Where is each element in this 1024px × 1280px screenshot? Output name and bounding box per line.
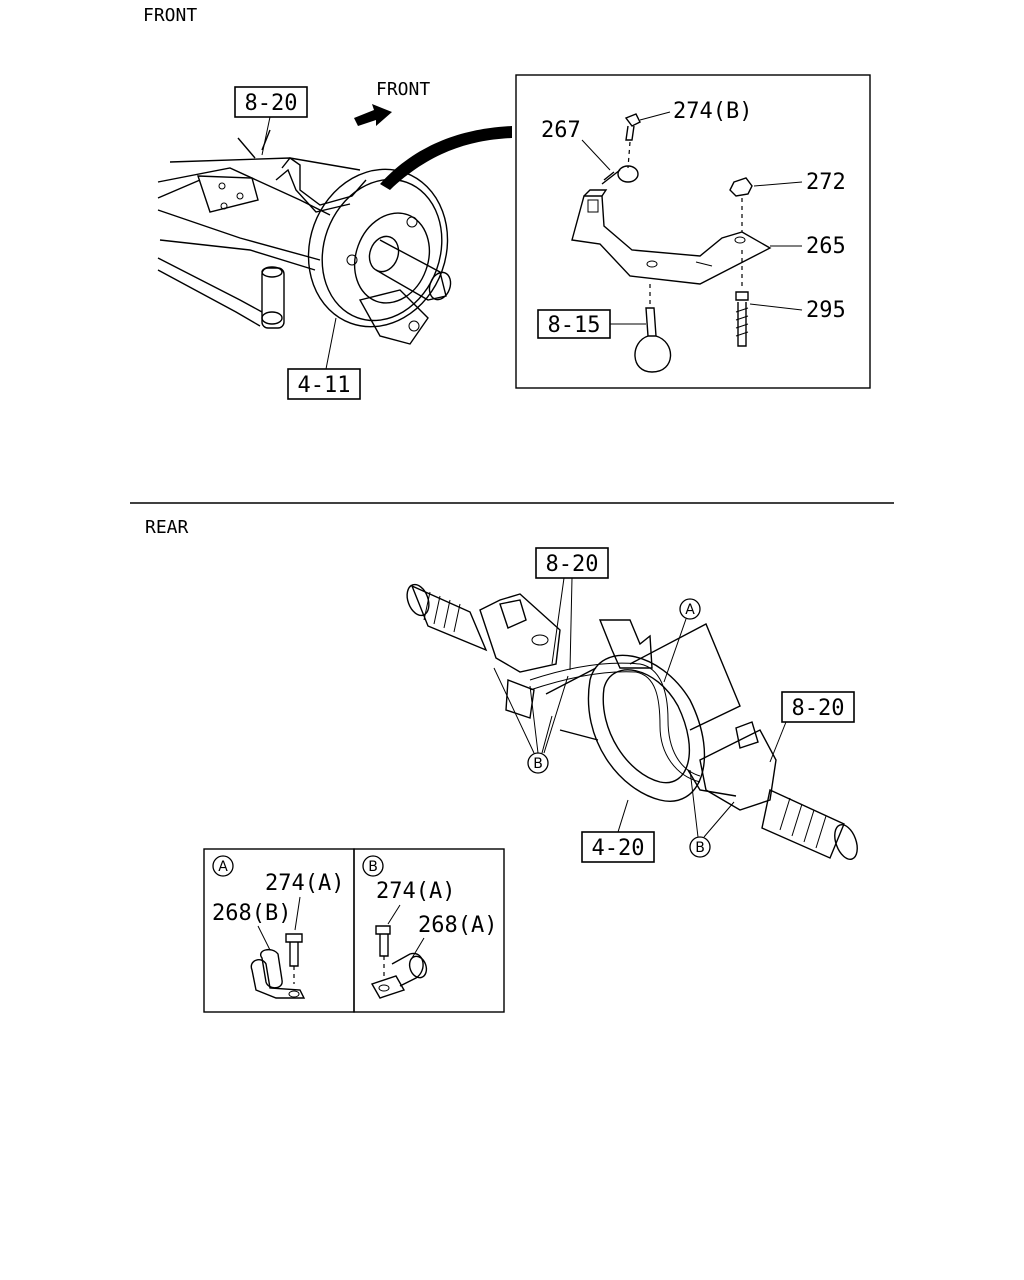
rear-marker-b-left-letter: B <box>533 756 543 772</box>
front-ref-4-11: 4-11 <box>287 368 361 400</box>
rear-ref-8-20-left-leader <box>551 577 573 671</box>
rear-marker-a-leader <box>663 618 687 683</box>
part-leader-267 <box>581 139 611 171</box>
detail-callout-connector <box>380 126 512 190</box>
detail-b-part2: 268(A) <box>418 913 497 938</box>
rear-ref-4-20-leader <box>617 799 629 833</box>
front-ref-4-11-leader <box>325 317 337 370</box>
detail-b-clip-illustration <box>370 925 428 999</box>
rear-marker-a: A <box>679 598 701 620</box>
rear-ref-8-20-right-leader <box>769 721 787 763</box>
front-axle-illustration <box>157 129 452 345</box>
rear-ref-4-20-label: 4-20 <box>592 836 645 861</box>
detail-a-part1-leader <box>294 896 301 931</box>
detail-a-part1: 274(A) <box>265 871 344 896</box>
front-section-title: FRONT <box>143 5 197 26</box>
rear-axle-illustration <box>406 583 858 860</box>
front-ref-8-20: 8-20 <box>234 86 308 118</box>
detail-a-marker-letter: A <box>218 859 228 875</box>
rear-marker-b-right-leaders <box>689 769 735 838</box>
front-direction-arrow-icon <box>354 104 392 126</box>
detail-a-marker: A <box>212 855 234 877</box>
detail-a-part2-leader <box>257 925 271 951</box>
part-label-265: 265 <box>806 234 846 259</box>
part-label-295: 295 <box>806 298 846 323</box>
front-ref-8-20-label: 8-20 <box>245 91 298 116</box>
rear-ref-4-20: 4-20 <box>581 831 655 863</box>
rear-marker-b-right-letter: B <box>695 840 705 856</box>
front-ref-8-20-leader <box>261 116 271 156</box>
rear-section-title: REAR <box>145 517 189 538</box>
front-ref-8-15: 8-15 <box>537 309 611 339</box>
part-label-267: 267 <box>541 118 581 143</box>
part-label-272: 272 <box>806 170 846 195</box>
detail-a-clip-illustration <box>250 933 306 999</box>
part-leader-295 <box>749 303 803 311</box>
rear-ref-8-20-right: 8-20 <box>781 691 855 723</box>
detail-b-part2-leader <box>411 937 425 959</box>
detail-b-marker: B <box>362 855 384 877</box>
rear-ref-8-20-right-label: 8-20 <box>792 696 845 721</box>
detail-box-b <box>353 848 505 1013</box>
front-ref-4-11-label: 4-11 <box>298 373 351 398</box>
detail-b-part1-leader <box>387 904 401 925</box>
front-arrow-label: FRONT <box>376 79 430 100</box>
detail-a-part2: 268(B) <box>212 901 291 926</box>
rear-marker-b-right: B <box>689 836 711 858</box>
rear-ref-8-20-left-label: 8-20 <box>546 552 599 577</box>
detail-b-part1: 274(A) <box>376 879 455 904</box>
rear-marker-b-left: B <box>527 752 549 774</box>
front-detail-box <box>515 74 871 389</box>
part-leader-274b <box>639 111 671 121</box>
rear-marker-a-letter: A <box>685 602 695 618</box>
front-detail-bracket-illustration <box>571 113 772 373</box>
part-leader-272 <box>753 181 803 187</box>
rear-marker-b-left-leaders <box>493 667 569 754</box>
detail-b-marker-letter: B <box>368 859 378 875</box>
front-ref-8-15-label: 8-15 <box>548 313 601 338</box>
part-label-274b: 274(B) <box>673 99 752 124</box>
rear-ref-8-20-left: 8-20 <box>535 547 609 579</box>
